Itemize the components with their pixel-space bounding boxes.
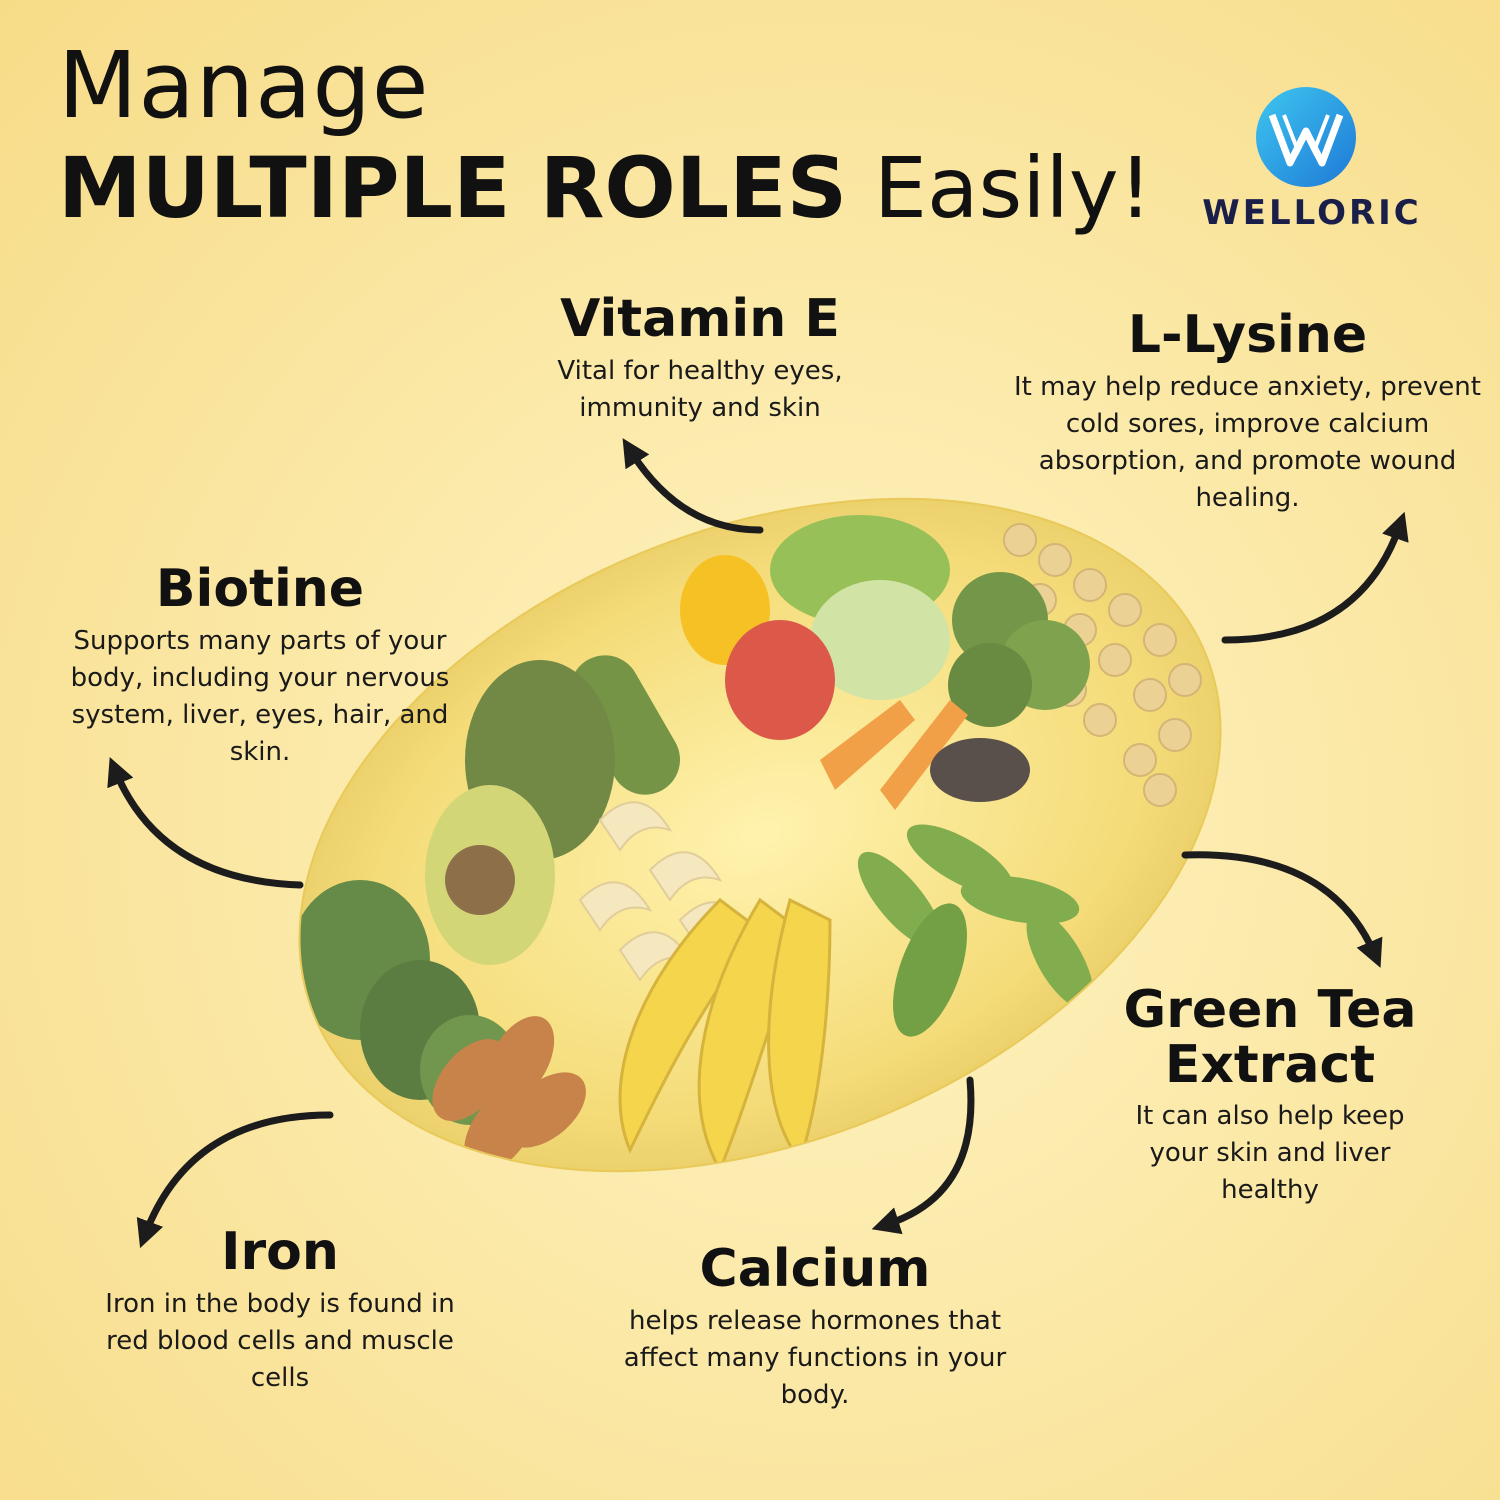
biotine-description: Supports many parts of your body, includ… [70,625,450,767]
calcium-block: Calcium helps release hormones that affe… [600,1242,1030,1414]
bell-pepper-icon [680,555,835,740]
eggplant-icon [930,738,1030,802]
iron-block: Iron Iron in the body is found in red bl… [100,1225,460,1397]
vitamin-e-title: Vitamin E [560,289,840,349]
headline-bold: MULTIPLE ROLES [58,139,848,237]
broccoli-icon [948,572,1090,727]
carrot-icon [820,700,968,810]
biotine-block: Biotine Supports many parts of your body… [40,562,480,771]
biotine-title: Biotine [155,559,365,619]
brand-logo: WELLORIC [1172,85,1452,233]
arrow-biotine [107,757,304,889]
headline-line2: MULTIPLE ROLES Easily! [58,146,1152,230]
calcium-description: helps release hormones that affect many … [623,1305,1007,1410]
almonds-icon [432,1016,586,1173]
arrow-l-lysine [1221,511,1409,644]
iron-title: Iron [221,1222,339,1282]
arrow-vitamin-e [622,438,764,534]
arrow-calcium [871,1076,975,1235]
logo-wordmark: WELLORIC [1202,193,1422,233]
arrow-green-tea [1181,851,1383,968]
tea-leaves-icon [857,824,1094,1037]
headline-rest: Easily! [847,139,1153,237]
headline-line1: Manage [58,32,430,139]
cucumber-icon [570,655,680,795]
avocado-icon [425,660,615,965]
arrow-iron [136,1111,334,1249]
vitamin-e-description: Vital for healthy eyes, immunity and ski… [557,355,843,423]
l-lysine-block: L-Lysine It may help reduce anxiety, pre… [1000,308,1495,517]
green-tea-title-line2: Extract [1164,1034,1376,1095]
green-tea-title-line1: Green Tea [1123,980,1417,1040]
headline: Manage MULTIPLE ROLES Easily! [58,32,1152,231]
banana-icon [618,897,832,1174]
logo-mark-icon [1256,87,1356,187]
calcium-title: Calcium [699,1239,931,1299]
lettuce-icon [770,515,950,700]
l-lysine-description: It may help reduce anxiety, prevent cold… [1014,371,1481,513]
iron-description: Iron in the body is found in red blood c… [105,1288,455,1393]
l-lysine-title: L-Lysine [1127,305,1368,365]
vitamin-e-block: Vitamin E Vital for healthy eyes, immuni… [510,292,890,427]
green-tea-description: It can also help keep your skin and live… [1135,1101,1405,1206]
